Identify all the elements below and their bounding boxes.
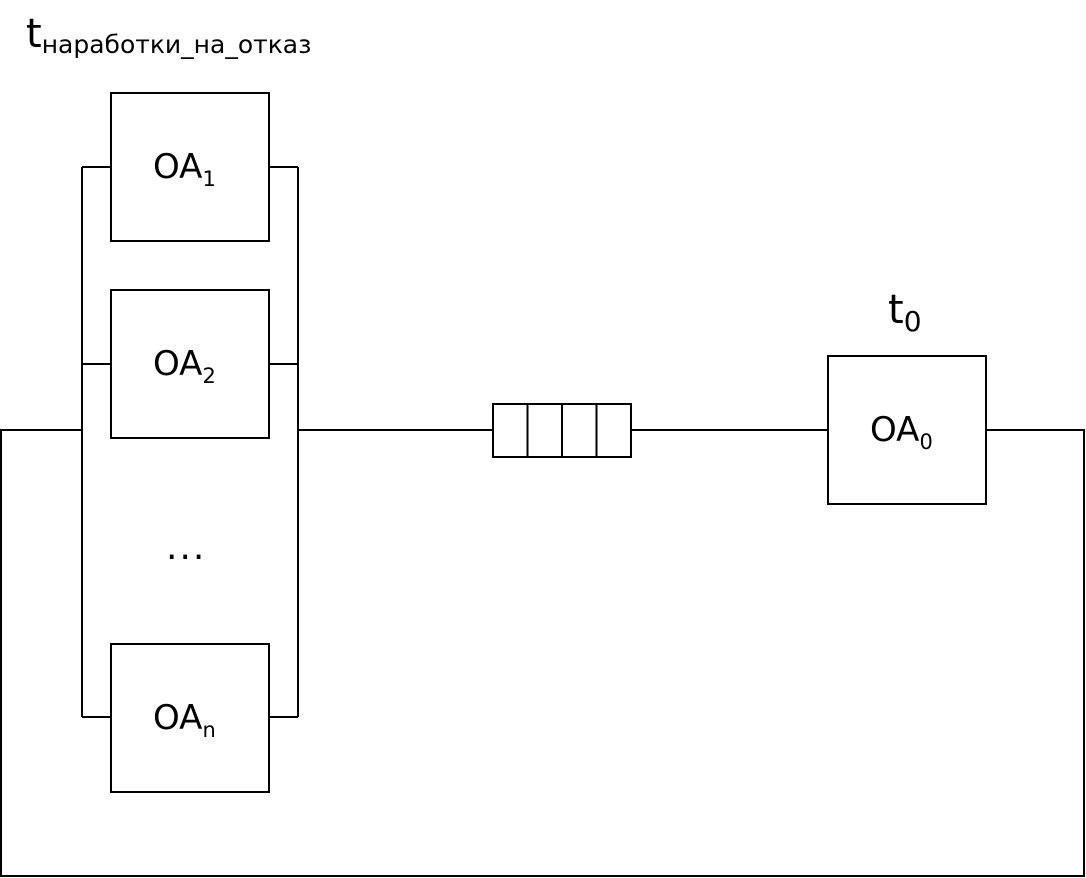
diagram-title: tнаработки_на_отказ <box>26 11 311 57</box>
title-subscript: наработки_на_отказ <box>41 30 312 59</box>
label-oa2-subscript: 2 <box>202 364 216 388</box>
label-oa2: OA2 <box>153 344 216 387</box>
label-oa0-subscript: 0 <box>919 430 933 454</box>
label-oan: OAn <box>153 698 216 741</box>
label-oa1: OA1 <box>153 147 216 190</box>
server-time-subscript: 0 <box>903 305 922 338</box>
server-time-label: t0 <box>888 287 922 336</box>
label-oa1-subscript: 1 <box>202 167 216 191</box>
label-oa0: OA0 <box>870 410 933 453</box>
label-oa2-main: OA <box>153 344 203 384</box>
label-oan-main: OA <box>153 698 203 738</box>
server-time-main: t <box>888 287 904 333</box>
label-oan-subscript: n <box>202 718 216 742</box>
label-oa0-main: OA <box>870 410 920 450</box>
ellipsis: ... <box>166 527 207 568</box>
feedback-loop <box>0 429 1085 877</box>
title-main: t <box>26 11 42 57</box>
label-oa1-main: OA <box>153 147 203 187</box>
queue <box>492 403 632 458</box>
